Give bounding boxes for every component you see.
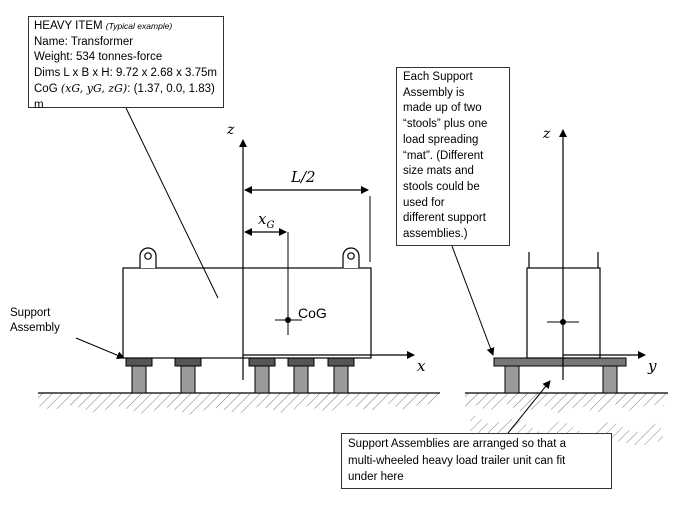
support-note-line: Assembly is <box>403 86 465 99</box>
support-assembly-note: Each Support Assembly is made up of two … <box>396 67 510 246</box>
trailer-note-line: multi-wheeled heavy load trailer unit ca… <box>348 454 566 467</box>
trailer-note-line: under here <box>348 471 404 483</box>
transformer-body-side <box>122 267 372 359</box>
heavy-item-leader <box>125 107 219 299</box>
support-stools-left <box>131 365 349 394</box>
stool-4-left <box>293 365 309 394</box>
trailer-note-line: Support Assemblies are arranged so that … <box>348 438 566 450</box>
support-assembly-label-line: Assembly <box>10 322 60 334</box>
support-stools-right <box>504 365 618 394</box>
xg-label: xG <box>258 210 274 231</box>
support-note-line: used for <box>403 196 445 209</box>
support-note-line: stools could be <box>403 180 480 193</box>
support-note-line: load spreading <box>403 133 479 146</box>
support-note-line: different support <box>403 212 486 225</box>
trailer-note: Support Assemblies are arranged so that … <box>341 433 612 489</box>
stool-2-left <box>180 365 196 394</box>
support-assembly-label-line: Support <box>10 307 51 319</box>
heavy-item-cog-values: : (1.37, 0.0, 1.83) m <box>34 83 215 111</box>
heavy-item-title: HEAVY ITEM <box>34 20 103 32</box>
y-axis-label: y <box>648 357 657 375</box>
cog-marker-left <box>285 317 291 323</box>
support-note-line: assemblies.) <box>403 228 468 241</box>
heavy-item-weight: Weight: 534 tonnes-force <box>34 51 163 63</box>
load-spreading-mat <box>493 357 627 367</box>
stool-1-left <box>131 365 147 394</box>
heavy-item-title-note: (Typical example) <box>105 21 173 31</box>
support-caps-left <box>125 357 355 367</box>
support-assembly-label: Support Assembly <box>10 306 60 336</box>
heavy-item-cog-prefix: CoG <box>34 83 58 95</box>
lifting-lugs-right <box>528 252 599 268</box>
ground-left <box>38 392 440 415</box>
stool-1-right <box>504 365 520 394</box>
support-note-line: “mat”. (Different <box>403 149 484 162</box>
cog-label: CoG <box>298 305 327 321</box>
support-note-line: size mats and <box>403 165 474 178</box>
support-note-leader <box>451 245 495 356</box>
xg-label-main: x <box>258 210 267 228</box>
support-note-line: Each Support <box>403 71 473 83</box>
half-length-label: L/2 <box>291 168 316 186</box>
xg-label-subscript: G <box>266 220 275 231</box>
lifting-lugs-left <box>139 247 360 268</box>
z-axis-left-label: z <box>227 122 235 138</box>
heavy-item-box: HEAVY ITEM (Typical example) Name: Trans… <box>28 16 224 111</box>
cog-marker-right <box>560 319 566 325</box>
heavy-item-cog-vars: (xG, yG, zG) <box>60 82 128 95</box>
z-axis-right-label: z <box>543 126 551 142</box>
x-axis-label: x <box>417 357 426 375</box>
support-note-line: “stools” plus one <box>403 118 488 131</box>
stool-2-right <box>602 365 618 394</box>
support-note-line: made up of two <box>403 102 482 115</box>
support-assembly-leader <box>75 337 125 359</box>
trailer-note-leader <box>507 380 551 434</box>
stool-3-left <box>254 365 270 394</box>
heavy-item-dims: Dims L x B x H: 9.72 x 2.68 x 3.75m <box>34 66 218 79</box>
heavy-item-name: Name: Transformer <box>34 35 134 48</box>
stool-5-left <box>333 365 349 394</box>
